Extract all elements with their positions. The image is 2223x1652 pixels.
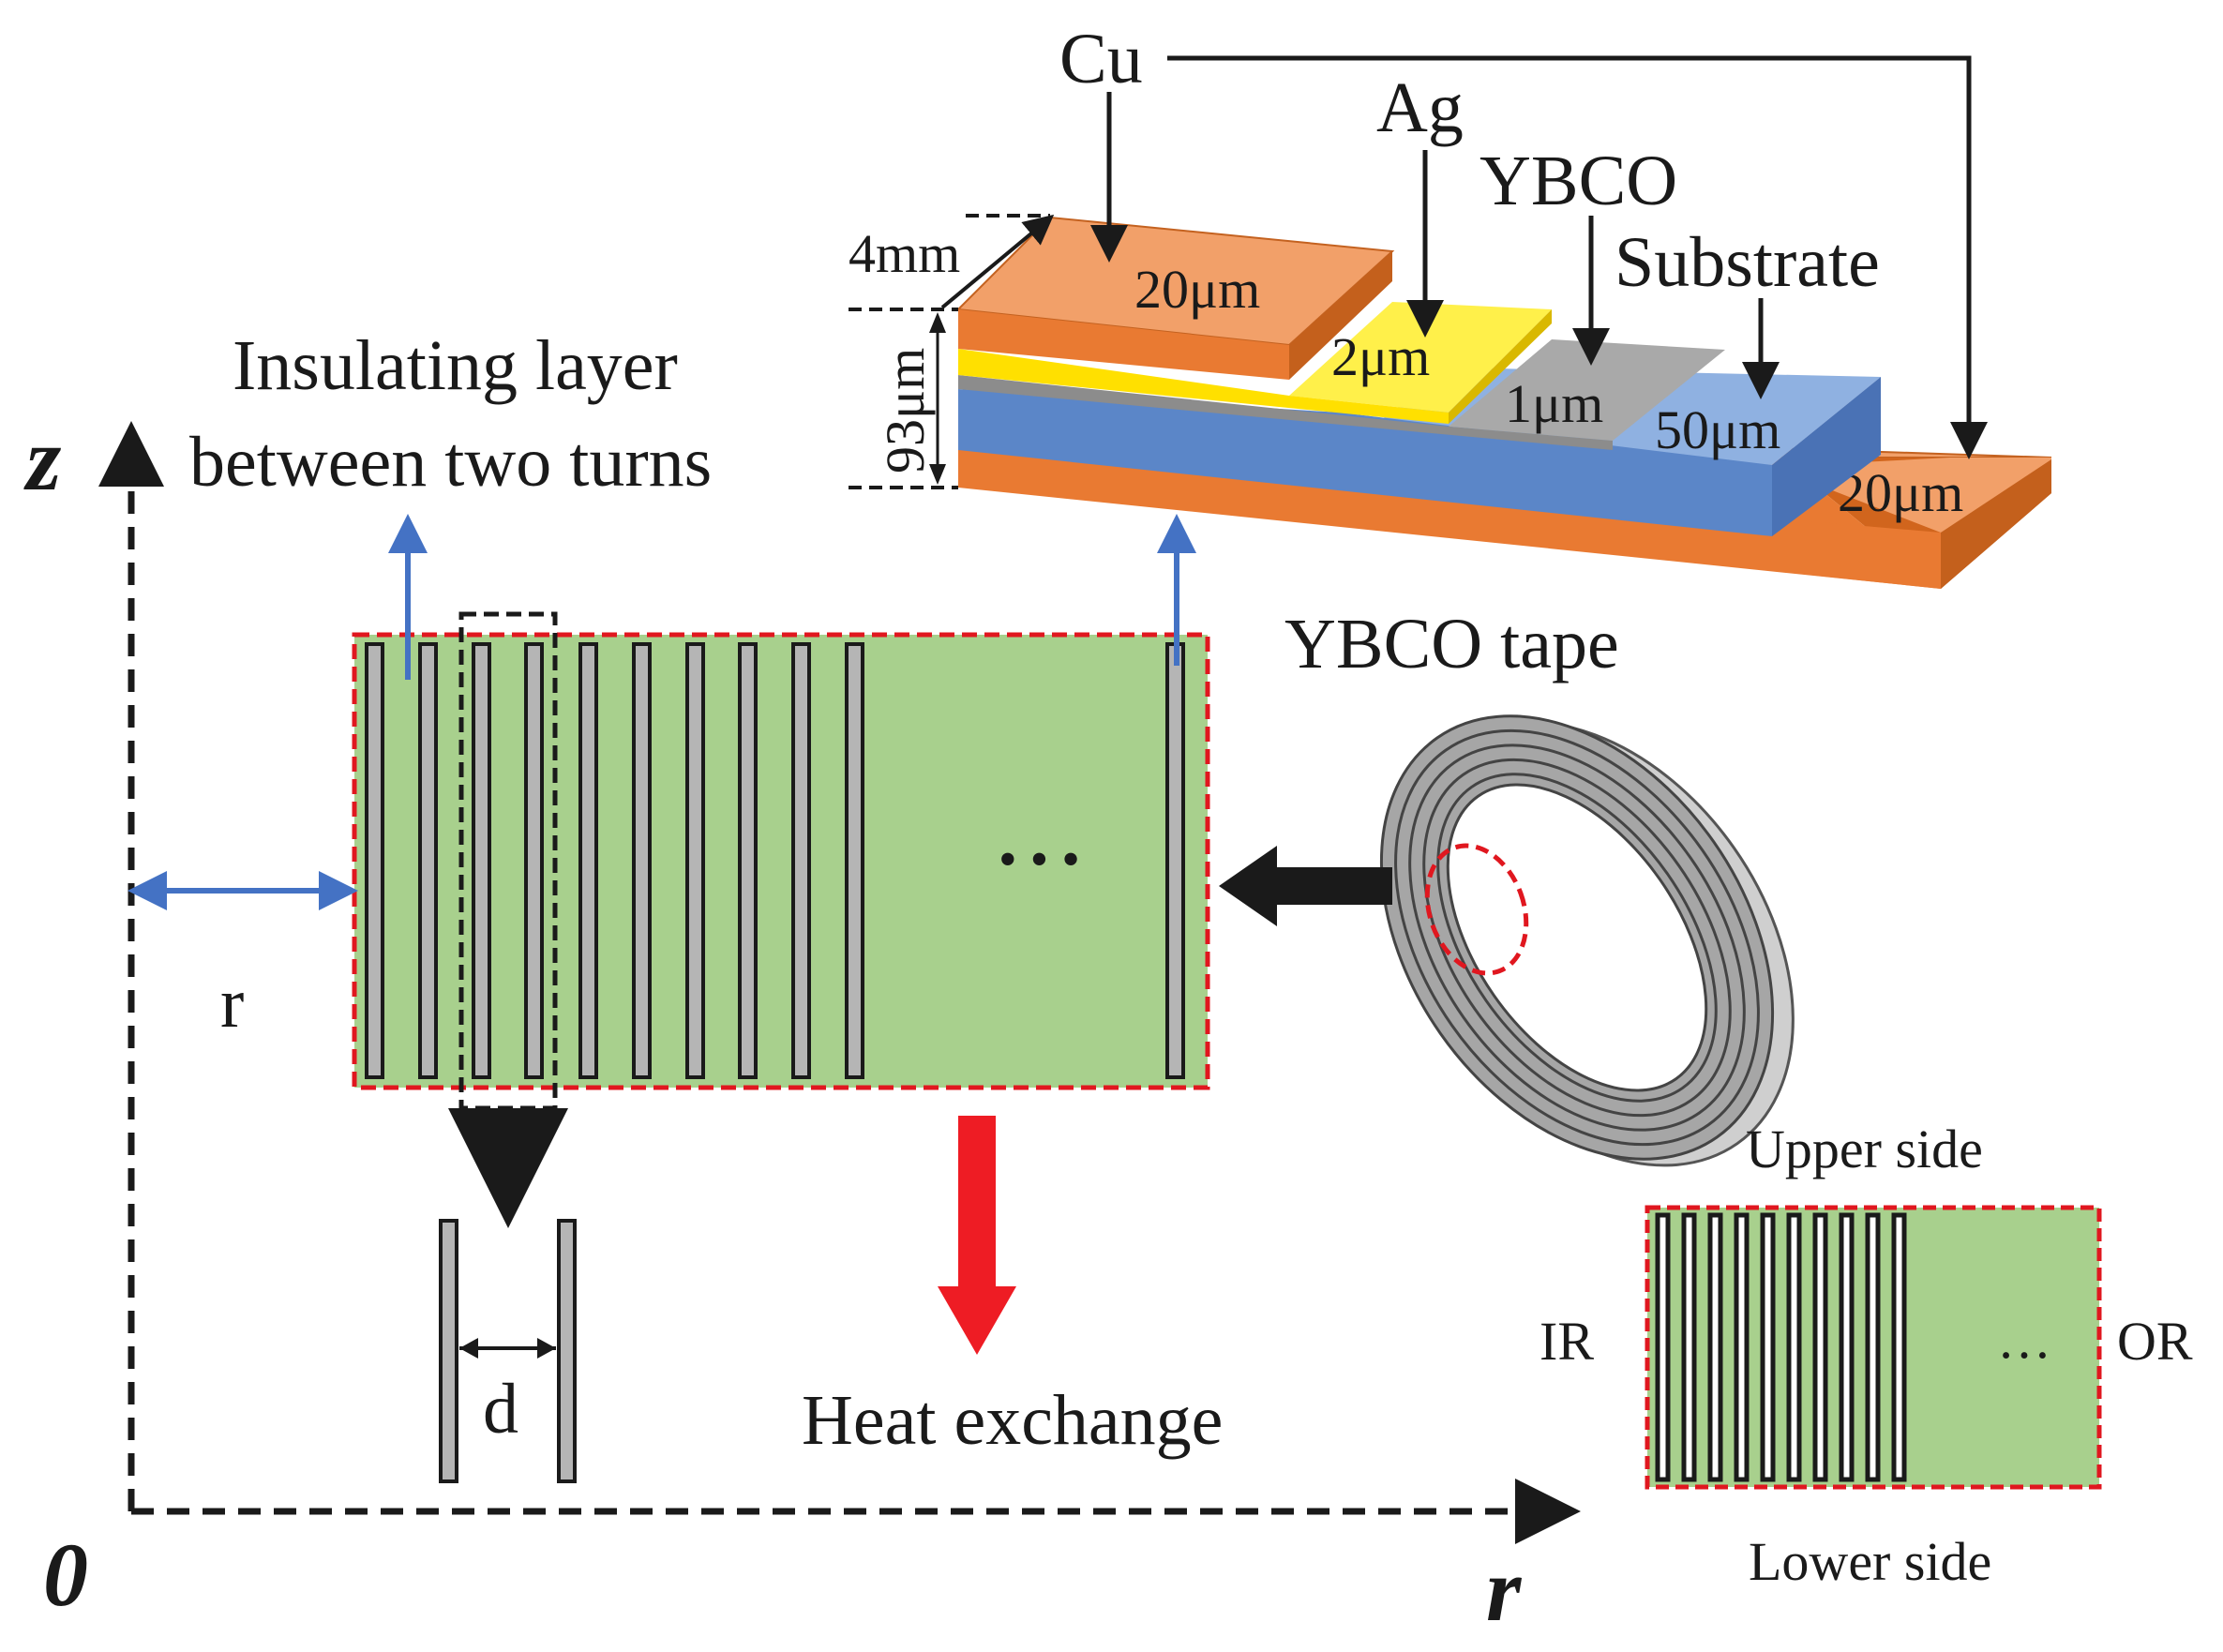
simplified-more-dots: … (1997, 1309, 2051, 1370)
coil-selection-circle (1424, 843, 1529, 976)
insulating-layer-label-line2: between two turns (189, 423, 712, 502)
simplified-tape-turn (1655, 1212, 1671, 1482)
silver-front-face (958, 349, 1449, 424)
tape-turn (632, 642, 652, 1079)
tape-turn (685, 642, 705, 1079)
unit-cell-tape-right (557, 1219, 577, 1483)
thickness-dimension: 93μm (849, 308, 958, 489)
lower-side-label: Lower side (1749, 1531, 1991, 1592)
ybco-layer-label: YBCO (1479, 142, 1677, 220)
tape-turn (365, 642, 384, 1079)
outer-radius-side-label: OR (2117, 1311, 2193, 1372)
coil-cross-section: • • • (352, 611, 1210, 1111)
simplified-tape-turn (1839, 1212, 1855, 1482)
cu-label: Cu (1059, 20, 1143, 98)
cu-top-thickness-label: 20μm (1134, 259, 1260, 320)
simplified-tape-turn (1812, 1212, 1828, 1482)
tape-turn (738, 642, 758, 1079)
tape-layer-stack: 20μm 50μm 1μm 2μm 20μm (849, 20, 2052, 589)
substrate-label: Substrate (1615, 223, 1880, 302)
simplified-tape-turn (1681, 1212, 1697, 1482)
insulating-layer-label-line1: Insulating layer (233, 326, 678, 405)
ybco-top-face (1449, 339, 1725, 441)
copper-top-front-face (958, 309, 1289, 380)
ag-label: Ag (1376, 68, 1464, 147)
simplified-tape-turn (1734, 1212, 1750, 1482)
silver-top-face (1289, 302, 1552, 413)
spacing-label: d (483, 1370, 518, 1449)
heat-exchange: Heat exchange (802, 1116, 1223, 1460)
tape-turn (578, 642, 598, 1079)
cross-section-domain (352, 632, 1210, 1090)
tape-turn (472, 642, 491, 1079)
more-turns-dots: • • • (999, 831, 1080, 889)
pancake-coil: YBCO tape (1219, 605, 1795, 1167)
copper-top-right-side (1289, 251, 1392, 380)
origin-label: 0 (43, 1524, 88, 1625)
simplified-tape-turn (1707, 1212, 1723, 1482)
selection-arrow-shaft (1270, 867, 1392, 905)
ag-thickness-label: 2μm (1331, 326, 1430, 387)
ybco-front-face (958, 375, 1613, 450)
copper-bottom-front (958, 448, 1941, 589)
tape-turn (791, 642, 811, 1079)
r-axis-label: r (1486, 1539, 1523, 1640)
selection-arrow-head (1219, 846, 1277, 926)
ybco-layer: 1μm (958, 339, 1725, 450)
unit-cell-detail: d (439, 1108, 577, 1483)
simplified-tape-turns (1655, 1212, 1907, 1482)
simplified-tape-turn (1865, 1212, 1881, 1482)
width-label: 4mm (849, 223, 960, 284)
silver-layer: 2μm (958, 302, 1552, 424)
simplified-tape-turn (1891, 1212, 1907, 1482)
substrate-right-side (1772, 377, 1881, 536)
layer-pointer-arrows (1090, 55, 1988, 459)
simplified-domain: Upper side Lower side IR OR … (1540, 1119, 2193, 1592)
heat-exchange-label: Heat exchange (802, 1381, 1223, 1460)
ybco-thickness-label: 1μm (1505, 373, 1603, 434)
substrate-thickness-label: 50μm (1655, 399, 1780, 460)
thickness-label: 93μm (875, 348, 936, 473)
heat-arrow-shaft (958, 1116, 996, 1294)
tape-turn (1165, 642, 1185, 1079)
heat-arrow-head (938, 1286, 1016, 1355)
tape-turn (418, 642, 438, 1079)
simplified-tape-turn (1760, 1212, 1776, 1482)
tape-turn (845, 642, 864, 1079)
tape-turn (524, 642, 544, 1079)
simplified-tape-turn (1786, 1212, 1802, 1482)
upper-side-label: Upper side (1746, 1119, 1983, 1179)
tape-turns (365, 642, 1185, 1079)
coordinate-axes: z 0 r (23, 409, 1581, 1640)
silver-right-edge (1449, 309, 1552, 424)
copper-bottom-right-side (1941, 459, 2051, 589)
z-axis-label: z (23, 409, 61, 509)
inner-radius-label: r (220, 964, 244, 1043)
substrate-front-face (958, 389, 1772, 536)
copper-top-layer: 20μm (955, 216, 1395, 380)
unit-cell-tape-left (439, 1219, 458, 1483)
width-dimension: 4mm (849, 214, 1055, 309)
inner-radius-side-label: IR (1540, 1311, 1594, 1372)
cu-bottom-thickness-label: 20μm (1838, 462, 1963, 523)
ybco-tape-label: YBCO tape (1284, 605, 1619, 683)
